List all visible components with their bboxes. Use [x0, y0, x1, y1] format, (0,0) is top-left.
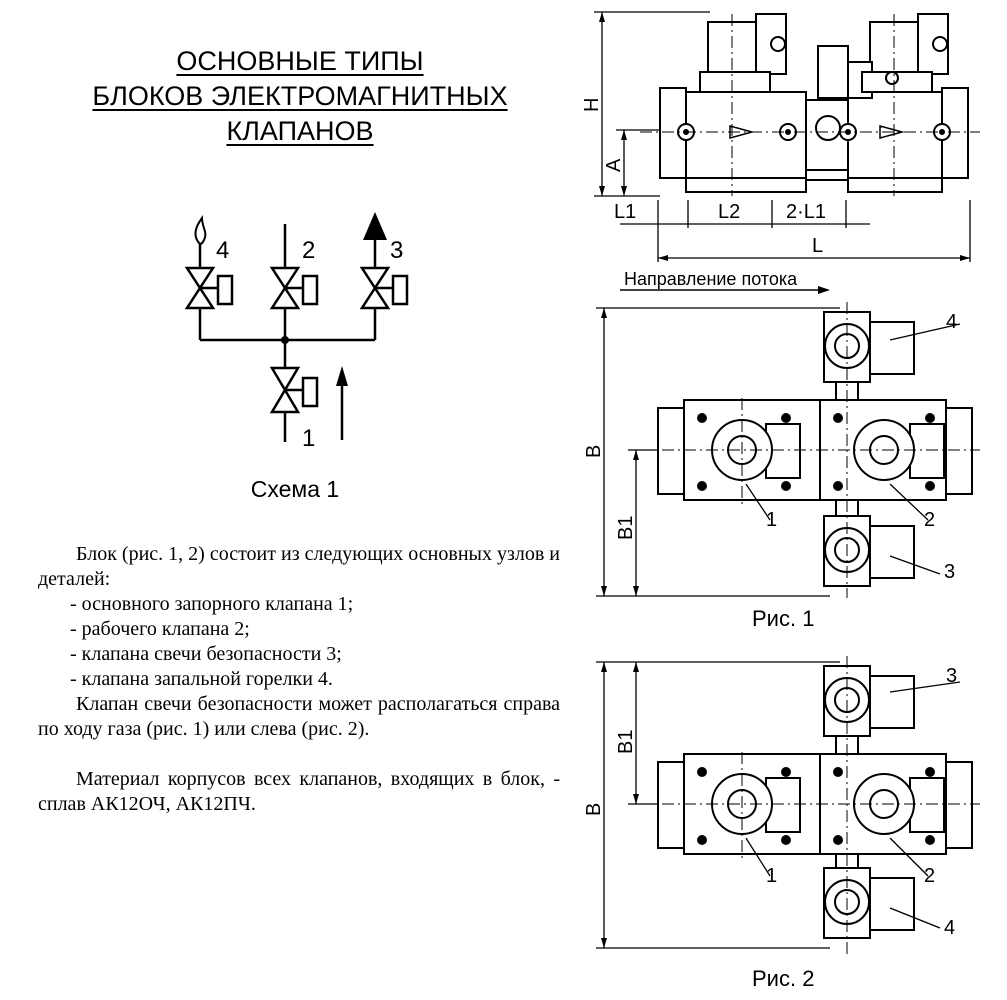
list-item: - основного запорного клапана 1;: [70, 593, 354, 615]
dim-a-label: A: [603, 158, 625, 172]
fig1-dim-b-label: B: [583, 445, 605, 458]
title-line-3: КЛАПАНОВ: [226, 116, 374, 146]
valve-schema-diagram: 4 2 3 1: [184, 212, 409, 452]
figure-1-drawing: B B1 4 1 2 3: [583, 302, 980, 598]
description-text: Блок (рис. 1, 2) состоит из следующих ос…: [38, 542, 560, 817]
outlet-arrow-icon: [363, 212, 387, 240]
list-item: - рабочего клапана 2;: [70, 618, 250, 640]
title-line-2: БЛОКОВ ЭЛЕКТРОМАГНИТНЫХ: [92, 81, 508, 111]
flow-direction-arrow-icon: [818, 286, 830, 294]
list-item: - клапана свечи безопасности 3;: [70, 643, 342, 665]
dim-l-label: L: [812, 235, 823, 257]
material-paragraph: Материал корпусов всех клапанов, входящи…: [38, 768, 560, 815]
fig2-label-4: 4: [944, 917, 955, 939]
figure-2-caption: Рис. 2: [752, 966, 815, 991]
list-item: - клапана запальной горелки 4.: [70, 668, 333, 690]
front-view-drawing: H A L1 L2 2·L1 L Направление потока: [581, 11, 980, 294]
intro-paragraph: Блок (рис. 1, 2) состоит из следующих ос…: [38, 543, 560, 590]
flow-arrow-icon: [336, 366, 348, 386]
title-line-1: ОСНОВНЫЕ ТИПЫ: [176, 46, 424, 76]
fig1-label-1: 1: [766, 509, 777, 531]
dim-h-label: H: [581, 98, 603, 112]
fig1-label-4: 4: [946, 311, 957, 333]
fig2-dim-b-label: B: [583, 803, 605, 816]
figure-2-drawing: B B1 3 1 2 4: [583, 656, 980, 956]
fig2-label-3: 3: [946, 665, 957, 687]
placement-paragraph: Клапан свечи безопасности может располаг…: [38, 693, 560, 740]
schema-label-2: 2: [302, 237, 315, 264]
fig1-label-3: 3: [944, 561, 955, 583]
schema-label-3: 3: [390, 237, 403, 264]
fig1-dim-b1-label: B1: [615, 516, 637, 540]
schema-label-1: 1: [302, 425, 315, 452]
flow-direction-label: Направление потока: [624, 269, 798, 289]
fig2-label-2: 2: [924, 865, 935, 887]
flame-icon: [194, 215, 207, 246]
dim-l1-label: L1: [614, 201, 636, 223]
junction-dot: [281, 336, 289, 344]
schema-caption: Схема 1: [250, 476, 340, 502]
fig1-label-2: 2: [924, 509, 935, 531]
dim-2l1-label: 2·L1: [786, 201, 826, 223]
fig2-dim-b1-label: B1: [615, 730, 637, 754]
page-title: ОСНОВНЫЕ ТИПЫ БЛОКОВ ЭЛЕКТРОМАГНИТНЫХ КЛ…: [40, 44, 560, 149]
fig2-label-1: 1: [766, 865, 777, 887]
figure-1-caption: Рис. 1: [752, 606, 815, 631]
schema-label-4: 4: [216, 237, 229, 264]
dim-l2-label: L2: [718, 201, 740, 223]
